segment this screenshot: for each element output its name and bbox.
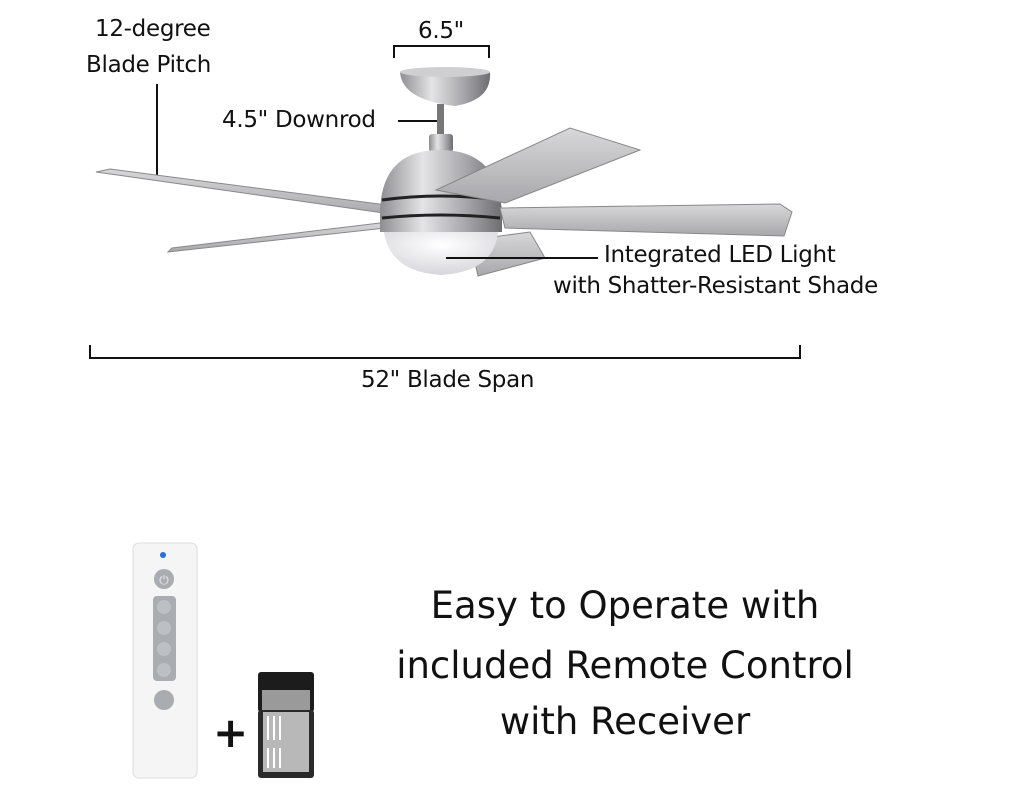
light-label-line2: with Shatter-Resistant Shade [553,273,878,299]
light-label-line1: Integrated LED Light [604,242,836,268]
canopy-width-label: 6.5" [418,18,464,44]
blade-span-label: 52" Blade Span [361,367,535,393]
downrod-label: 4.5" Downrod [222,107,376,133]
blade-right-top [434,127,642,204]
pitch-label-line2: Blade Pitch [86,52,212,78]
remote-control: ⏻ [132,542,198,779]
caption-line3: with Receiver [499,700,751,743]
plus-sign: + [213,708,248,757]
led-light-shade [384,232,498,275]
led-indicator [160,552,166,558]
receiver [258,672,314,778]
speed-button-group [153,596,176,681]
canopy [400,72,491,106]
caption-line1: Easy to Operate with [430,584,820,627]
blade-left-bottom [166,221,389,253]
canopy-width-bracket [393,45,490,58]
power-button-icon [154,569,174,589]
blade-span-bracket [89,345,801,359]
svg-text:⏻: ⏻ [159,573,169,587]
caption-line2: included Remote Control [396,644,854,687]
blade-right [499,203,793,237]
pitch-label-line1: 12-degree [95,16,211,42]
light-button-icon [154,690,174,710]
blade-left-top [95,168,411,217]
downrod [437,104,444,136]
